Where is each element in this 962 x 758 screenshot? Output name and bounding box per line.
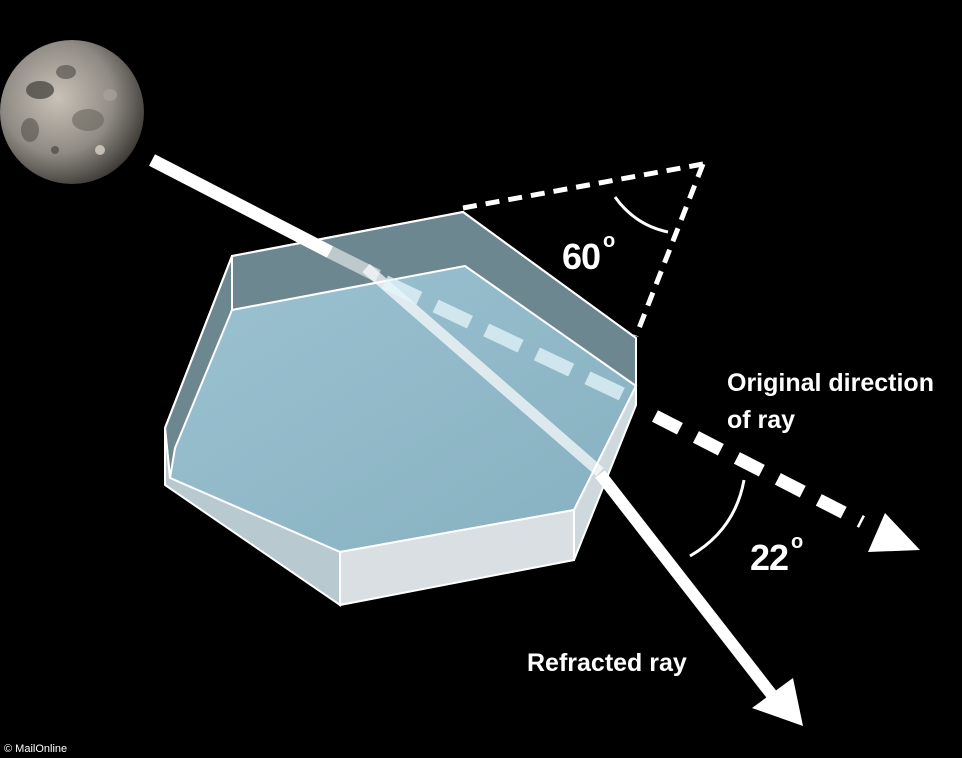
prism-angle-construction [462, 161, 706, 337]
prism-angle-label: 60 [562, 236, 600, 277]
crystal-left-front-wall [164, 427, 341, 607]
refracted-ray-arrow [595, 470, 803, 726]
internal-ray [362, 263, 604, 477]
prism-angle-arc [613, 196, 669, 234]
original-direction-label-line2: of ray [727, 406, 795, 434]
deviation-angle-degree: o [791, 531, 803, 553]
prism-angle-degree: o [603, 230, 615, 252]
original-direction-label-line1: Original direction [727, 369, 934, 397]
deviation-angle-label: 22 [750, 537, 788, 578]
refracted-ray-label: Refracted ray [527, 649, 687, 677]
moon-icon [0, 40, 144, 184]
original-direction-inside [382, 275, 631, 404]
credit-label: © MailOnline [4, 743, 67, 755]
deviation-angle-arc [689, 479, 746, 558]
original-direction-arrow [652, 410, 920, 552]
